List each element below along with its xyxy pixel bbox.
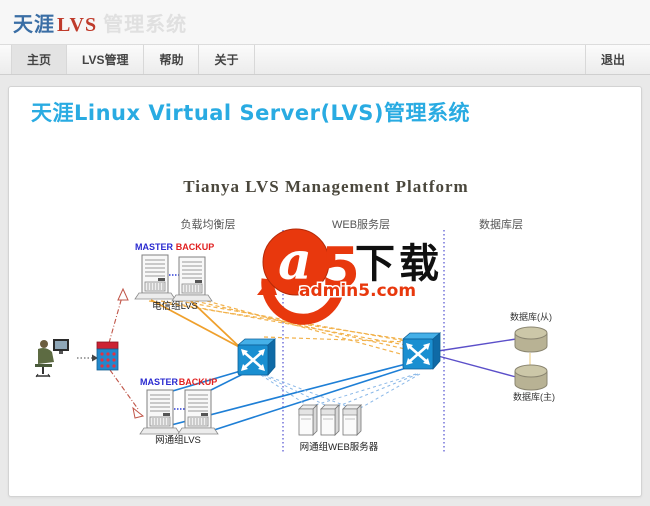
layer-label-load-balancing: 负载均衡层: [181, 217, 236, 231]
switch2-icon: [401, 331, 442, 371]
content-panel: 天涯Linux Virtual Server(LVS)管理系统 Tianya L…: [8, 86, 642, 497]
watermark-site-text: admin5.com: [299, 281, 416, 301]
netcom-master-server-icon: [139, 389, 181, 435]
netcom-group-label: 网通组LVS: [155, 434, 201, 446]
watermark-5: 5: [321, 236, 360, 301]
lvs-architecture-diagram: 负载均衡层 WEB服务层 数据库层: [35, 217, 555, 453]
firewall-icon: [96, 341, 119, 371]
nav-spacer: [255, 45, 585, 74]
switch2-to-db-links: [437, 338, 517, 378]
arrowhead-to-netcom-master: [132, 406, 145, 419]
brand-lvs: LVS: [57, 13, 98, 36]
netcom-backup-server-icon: [177, 389, 219, 435]
user-icon: [35, 339, 69, 378]
web-server-2-icon: [320, 404, 340, 436]
telecom-backup-server-icon: [171, 256, 213, 302]
web-server-3-icon: [342, 404, 362, 436]
web-server-1-icon: [298, 404, 318, 436]
telecom-group-label: 电信组LVS: [152, 300, 198, 312]
switch-to-webserver-links: [260, 373, 421, 411]
firewall-to-master-links: [108, 296, 139, 410]
nav-tab-about[interactable]: 关于: [199, 45, 255, 74]
user-arrowhead: [92, 354, 98, 362]
web-servers-label: 网通组WEB服务器: [300, 441, 379, 453]
arrowhead-to-telecom-master: [117, 287, 129, 301]
telecom-master-label: MASTER: [135, 242, 174, 252]
netcom-master-label: MASTER: [140, 377, 179, 387]
telecom-master-server-icon: [134, 254, 176, 300]
brand-tianya: 天涯: [13, 13, 55, 36]
nav-tab-help[interactable]: 帮助: [144, 45, 200, 74]
layer-label-web: WEB服务层: [332, 218, 390, 231]
nav-tab-home[interactable]: 主页: [11, 45, 68, 74]
db-slave-icon: [514, 326, 548, 353]
db-slave-label: 数据库(从): [510, 311, 552, 322]
watermark-download-text: 下载: [355, 241, 443, 287]
watermark-logo-circle: [262, 228, 330, 296]
watermark-a: a: [278, 231, 312, 292]
admin5-watermark: a 5 下载 admin5.com: [257, 228, 443, 325]
diagram-title: Tianya LVS Management Platform: [183, 177, 469, 196]
db-master-label: 数据库(主): [513, 391, 555, 402]
netcom-backup-label: BACKUP: [179, 377, 218, 387]
main-navbar: 主页 LVS管理 帮助 关于 退出: [0, 44, 650, 75]
brand-suffix: 管理系统: [103, 13, 188, 36]
layer-label-database: 数据库层: [479, 217, 523, 231]
page-title: 天涯Linux Virtual Server(LVS)管理系统: [31, 101, 471, 125]
nav-tab-lvs-management[interactable]: LVS管理: [67, 45, 145, 74]
db-master-icon: [514, 364, 548, 391]
logout-button[interactable]: 退出: [584, 45, 640, 74]
telecom-backup-label: BACKUP: [176, 242, 215, 252]
switch1-icon: [236, 337, 277, 377]
